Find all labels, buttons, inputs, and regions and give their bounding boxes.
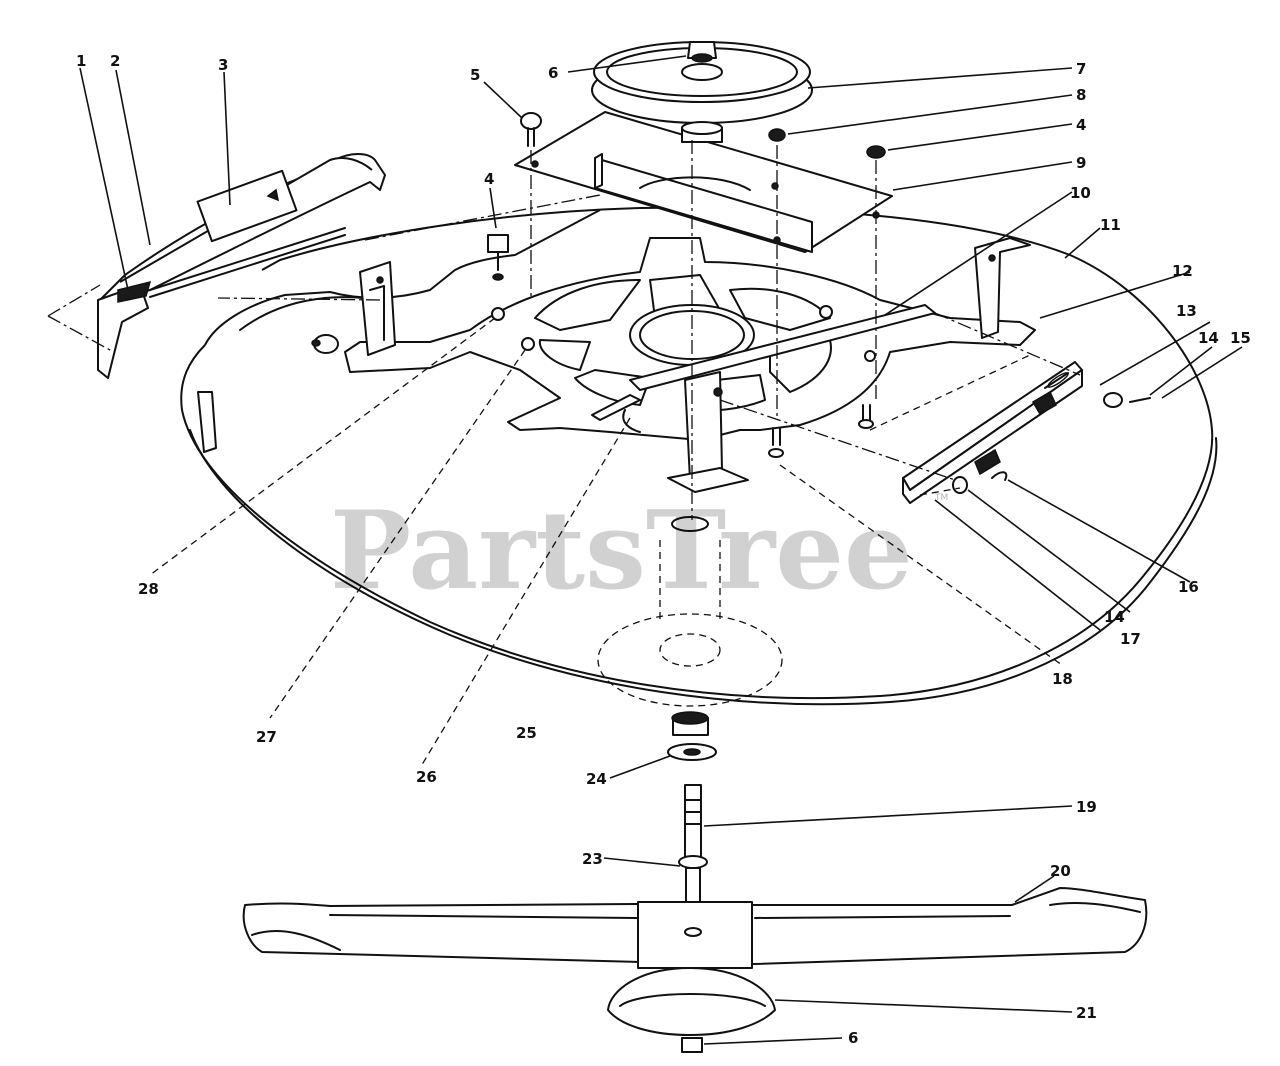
callout-23: 23 bbox=[582, 850, 603, 868]
callout-17: 17 bbox=[1120, 630, 1141, 648]
callout-4-left: 4 bbox=[484, 170, 494, 188]
watermark-text: PartsTree bbox=[330, 488, 913, 614]
callout-28: 28 bbox=[138, 580, 159, 598]
callout-20: 20 bbox=[1050, 862, 1071, 880]
callout-9: 9 bbox=[1076, 154, 1086, 172]
callout-14-bottom: 14 bbox=[1104, 608, 1125, 626]
callout-13: 13 bbox=[1176, 302, 1197, 320]
callout-18: 18 bbox=[1052, 670, 1073, 688]
callout-21: 21 bbox=[1076, 1004, 1097, 1022]
callout-25: 25 bbox=[516, 724, 537, 742]
drive-pulley bbox=[591, 41, 813, 143]
callout-5: 5 bbox=[470, 66, 480, 84]
callout-2: 2 bbox=[110, 52, 120, 70]
callout-leaders bbox=[79, 55, 1243, 1045]
spindle-and-blade-assembly bbox=[242, 516, 1148, 1053]
callout-6-top: 6 bbox=[548, 64, 558, 82]
callout-15: 15 bbox=[1230, 329, 1251, 347]
callout-4-right: 4 bbox=[1076, 116, 1086, 134]
callout-6-bottom: 6 bbox=[848, 1029, 858, 1047]
callout-11: 11 bbox=[1100, 216, 1121, 234]
callout-12: 12 bbox=[1172, 262, 1193, 280]
discharge-chute-assembly bbox=[97, 153, 386, 379]
callout-3: 3 bbox=[218, 56, 228, 74]
callout-19: 19 bbox=[1076, 798, 1097, 816]
alignment-lines bbox=[47, 140, 1081, 769]
hardware-small-parts bbox=[487, 112, 886, 458]
callout-27: 27 bbox=[256, 728, 277, 746]
callout-8: 8 bbox=[1076, 86, 1086, 104]
callout-16: 16 bbox=[1178, 578, 1199, 596]
callout-14-top: 14 bbox=[1198, 329, 1219, 347]
callout-7: 7 bbox=[1076, 60, 1086, 78]
callout-24: 24 bbox=[586, 770, 607, 788]
callout-10: 10 bbox=[1070, 184, 1091, 202]
pulley-mounting-plate bbox=[514, 111, 893, 253]
callout-1: 1 bbox=[76, 52, 86, 70]
callout-26: 26 bbox=[416, 768, 437, 786]
callout-labels: 1 2 3 4 4 5 6 6 7 8 9 10 11 12 13 14 14 … bbox=[76, 52, 1251, 1047]
height-adjust-bracket bbox=[902, 361, 1151, 504]
watermark-trademark: TM bbox=[934, 493, 948, 503]
